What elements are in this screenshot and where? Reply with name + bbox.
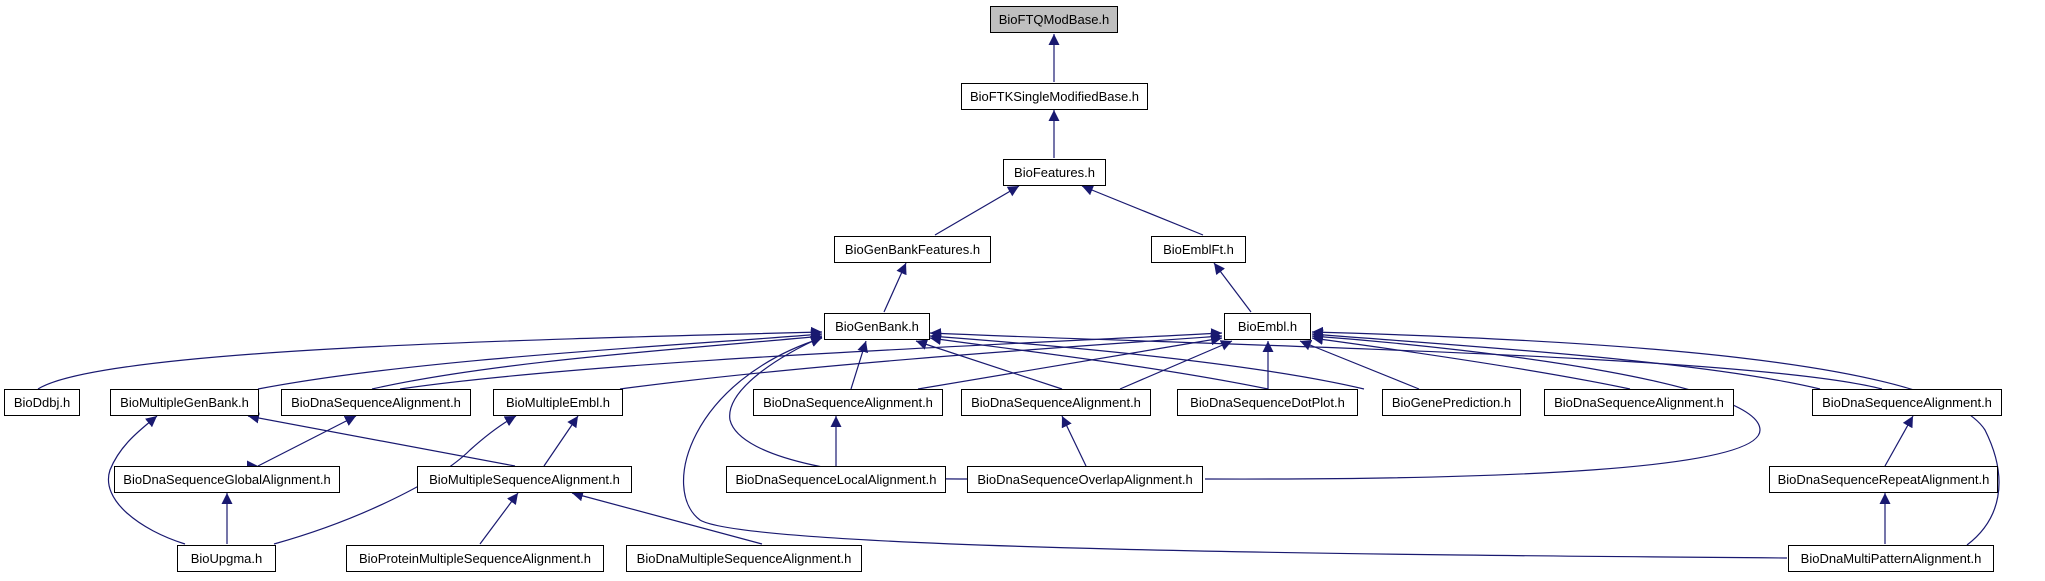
edge-repeatalign-to-dsa5 — [1884, 415, 1914, 467]
edge-embl-to-emblft — [1213, 262, 1252, 313]
node-biodnasequencealignment-4[interactable]: BioDnaSequenceAlignment.h — [1544, 389, 1734, 416]
node-biodnamultiplesequencealignment[interactable]: BioDnaMultipleSequenceAlignment.h — [626, 545, 862, 572]
edge-upgma-to-multiembl — [273, 415, 517, 545]
edge-multiembl-to-embl — [619, 331, 1223, 390]
edge-dsa4-to-embl — [1311, 334, 1631, 390]
node-bioemblft[interactable]: BioEmblFt.h — [1151, 236, 1246, 263]
node-biodnasequencealignment-3[interactable]: BioDnaSequenceAlignment.h — [961, 389, 1151, 416]
node-biogenbank[interactable]: BioGenBank.h — [824, 313, 930, 340]
edge-multipattern-to-genbank — [682, 336, 1788, 559]
node-biodnasequencealignment-5[interactable]: BioDnaSequenceAlignment.h — [1812, 389, 2002, 416]
node-biomultiplegenbank[interactable]: BioMultipleGenBank.h — [110, 389, 259, 416]
edge-upgma-to-multigenbank — [107, 415, 186, 545]
node-biogeneprediction[interactable]: BioGenePrediction.h — [1382, 389, 1521, 416]
edge-proteinmsa-to-multiseqalign — [479, 492, 519, 545]
edge-dsa5-to-genbank — [929, 327, 1883, 390]
node-bioupgma[interactable]: BioUpgma.h — [177, 545, 276, 572]
edge-overlapalign-to-embl — [1204, 331, 1761, 480]
node-biodnasequencelocalalignment[interactable]: BioDnaSequenceLocalAlignment.h — [726, 466, 946, 493]
edge-dotplot-to-genbank — [929, 334, 1269, 390]
node-biodnasequencealignment-2[interactable]: BioDnaSequenceAlignment.h — [753, 389, 943, 416]
edge-dsa2-to-embl — [917, 334, 1223, 390]
node-biodnasequencerepeatalignment[interactable]: BioDnaSequenceRepeatAlignment.h — [1769, 466, 1998, 493]
edge-ddbj-to-genbank — [37, 326, 823, 390]
edge-dsa1-to-genbank — [371, 331, 823, 390]
node-biomultiplesequencealignment[interactable]: BioMultipleSequenceAlignment.h — [417, 466, 632, 493]
node-bioddbj[interactable]: BioDdbj.h — [4, 389, 80, 416]
node-bioembl[interactable]: BioEmbl.h — [1224, 313, 1311, 340]
edge-dsa3-to-genbank — [915, 339, 1063, 390]
edge-dsa2-to-genbank — [850, 340, 868, 390]
edge-geneprediction-to-genbank — [929, 331, 1365, 390]
node-biofeatures[interactable]: BioFeatures.h — [1003, 159, 1106, 186]
edge-dnamsa-to-multiseqalign — [571, 490, 763, 545]
edge-multigenbank-to-genbank — [257, 329, 823, 390]
edge-dsa5-to-embl — [1311, 329, 1821, 390]
edge-multiseqalign-to-multigenbank — [247, 412, 516, 467]
node-biodnamultipatternalignment[interactable]: BioDnaMultiPatternAlignment.h — [1788, 545, 1994, 572]
node-biodnasequencealignment-1[interactable]: BioDnaSequenceAlignment.h — [281, 389, 471, 416]
edge-geneprediction-to-embl — [1299, 340, 1420, 390]
node-biodnasequenceoverlapalignment[interactable]: BioDnaSequenceOverlapAlignment.h — [967, 466, 1203, 493]
edge-genbankfeatures-to-features — [934, 185, 1020, 236]
edge-multiseqalign-to-multiembl — [543, 415, 579, 467]
node-bioproteinmultiplesequencealignment[interactable]: BioProteinMultipleSequenceAlignment.h — [346, 545, 604, 572]
edge-overlapalign-to-dsa3 — [1061, 415, 1087, 467]
node-bioftksinglemodifiedbase[interactable]: BioFTKSingleModifiedBase.h — [961, 83, 1148, 110]
node-biodnasequenceglobalalignment[interactable]: BioDnaSequenceGlobalAlignment.h — [114, 466, 340, 493]
edge-emblft-to-features — [1081, 185, 1204, 236]
node-biogenbankfeatures[interactable]: BioGenBankFeatures.h — [834, 236, 991, 263]
edge-multipattern-to-embl — [1311, 326, 2000, 546]
edge-globalalign-to-dsa1 — [257, 415, 357, 467]
edge-dsa1-to-embl — [399, 328, 1223, 390]
node-biomultipleembl[interactable]: BioMultipleEmbl.h — [493, 389, 623, 416]
edge-genbank-to-genbankfeatures — [883, 262, 907, 313]
edge-dsa3-to-embl — [1119, 340, 1233, 390]
node-biodnasequencedotplot[interactable]: BioDnaSequenceDotPlot.h — [1177, 389, 1358, 416]
node-bioftqmodbase: BioFTQModBase.h — [990, 6, 1118, 33]
